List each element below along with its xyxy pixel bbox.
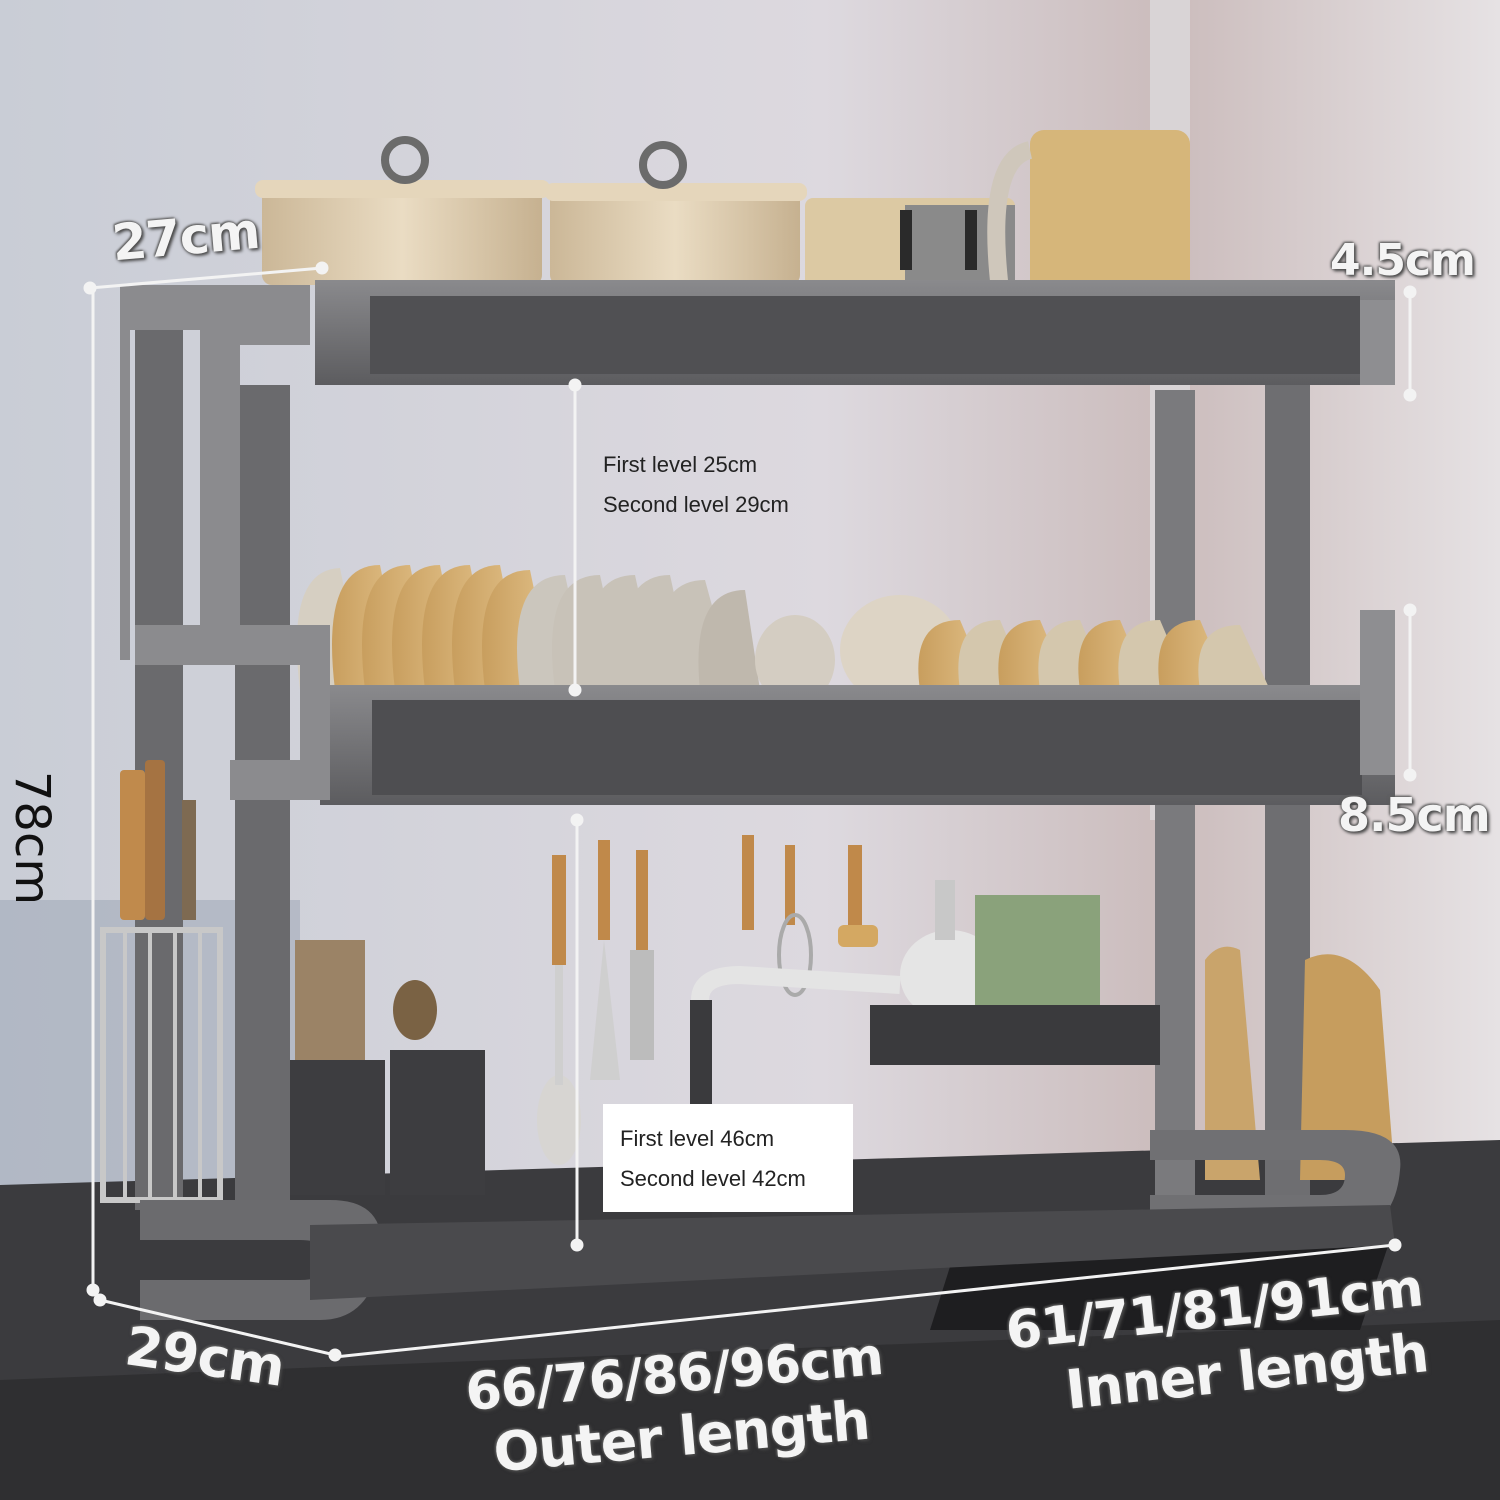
toaster bbox=[805, 198, 1015, 290]
sponge bbox=[975, 895, 1100, 1005]
plates-left bbox=[296, 565, 760, 690]
lower-level-note-line1: First level 46cm bbox=[620, 1126, 775, 1151]
hanging-utensils bbox=[537, 835, 878, 1165]
upper-level-note-line1: First level 25cm bbox=[603, 452, 758, 477]
top-rim-label: 4.5cm bbox=[1330, 235, 1476, 286]
top-shelf-left-frame bbox=[120, 285, 310, 660]
bowls-right bbox=[755, 595, 1270, 705]
lower-level-note-box bbox=[603, 1104, 853, 1212]
counter-edge bbox=[0, 1320, 1500, 1500]
kettle bbox=[987, 130, 1190, 295]
top-shelf-panel bbox=[370, 296, 1360, 374]
total-height-label: 78cm bbox=[4, 770, 61, 906]
lower-level-note-line2: Second level 42cm bbox=[620, 1166, 806, 1191]
right-foot bbox=[1150, 1130, 1401, 1230]
chopstick-holders bbox=[290, 940, 485, 1195]
middle-shelf-panel bbox=[372, 700, 1362, 795]
pot-right bbox=[545, 141, 807, 285]
top-shelf-side bbox=[1360, 300, 1395, 385]
lower-level-note: First level 46cm Second level 42cm bbox=[620, 1119, 806, 1199]
knife-holder bbox=[100, 760, 223, 1203]
cutting-boards bbox=[1205, 946, 1395, 1180]
middle-shelf-left-frame bbox=[135, 625, 330, 800]
base-bar bbox=[310, 1205, 1395, 1300]
pot-left bbox=[255, 136, 550, 285]
middle-rim-label: 8.5cm bbox=[1338, 788, 1491, 842]
middle-shelf-side bbox=[1360, 610, 1395, 775]
sponge-tray bbox=[870, 1005, 1160, 1065]
upper-level-note-line2: Second level 29cm bbox=[603, 492, 789, 517]
rack-upright-left-front bbox=[235, 385, 290, 1225]
upper-level-note: First level 25cm Second level 29cm bbox=[603, 445, 789, 525]
dimension-lines bbox=[83, 261, 1417, 1362]
